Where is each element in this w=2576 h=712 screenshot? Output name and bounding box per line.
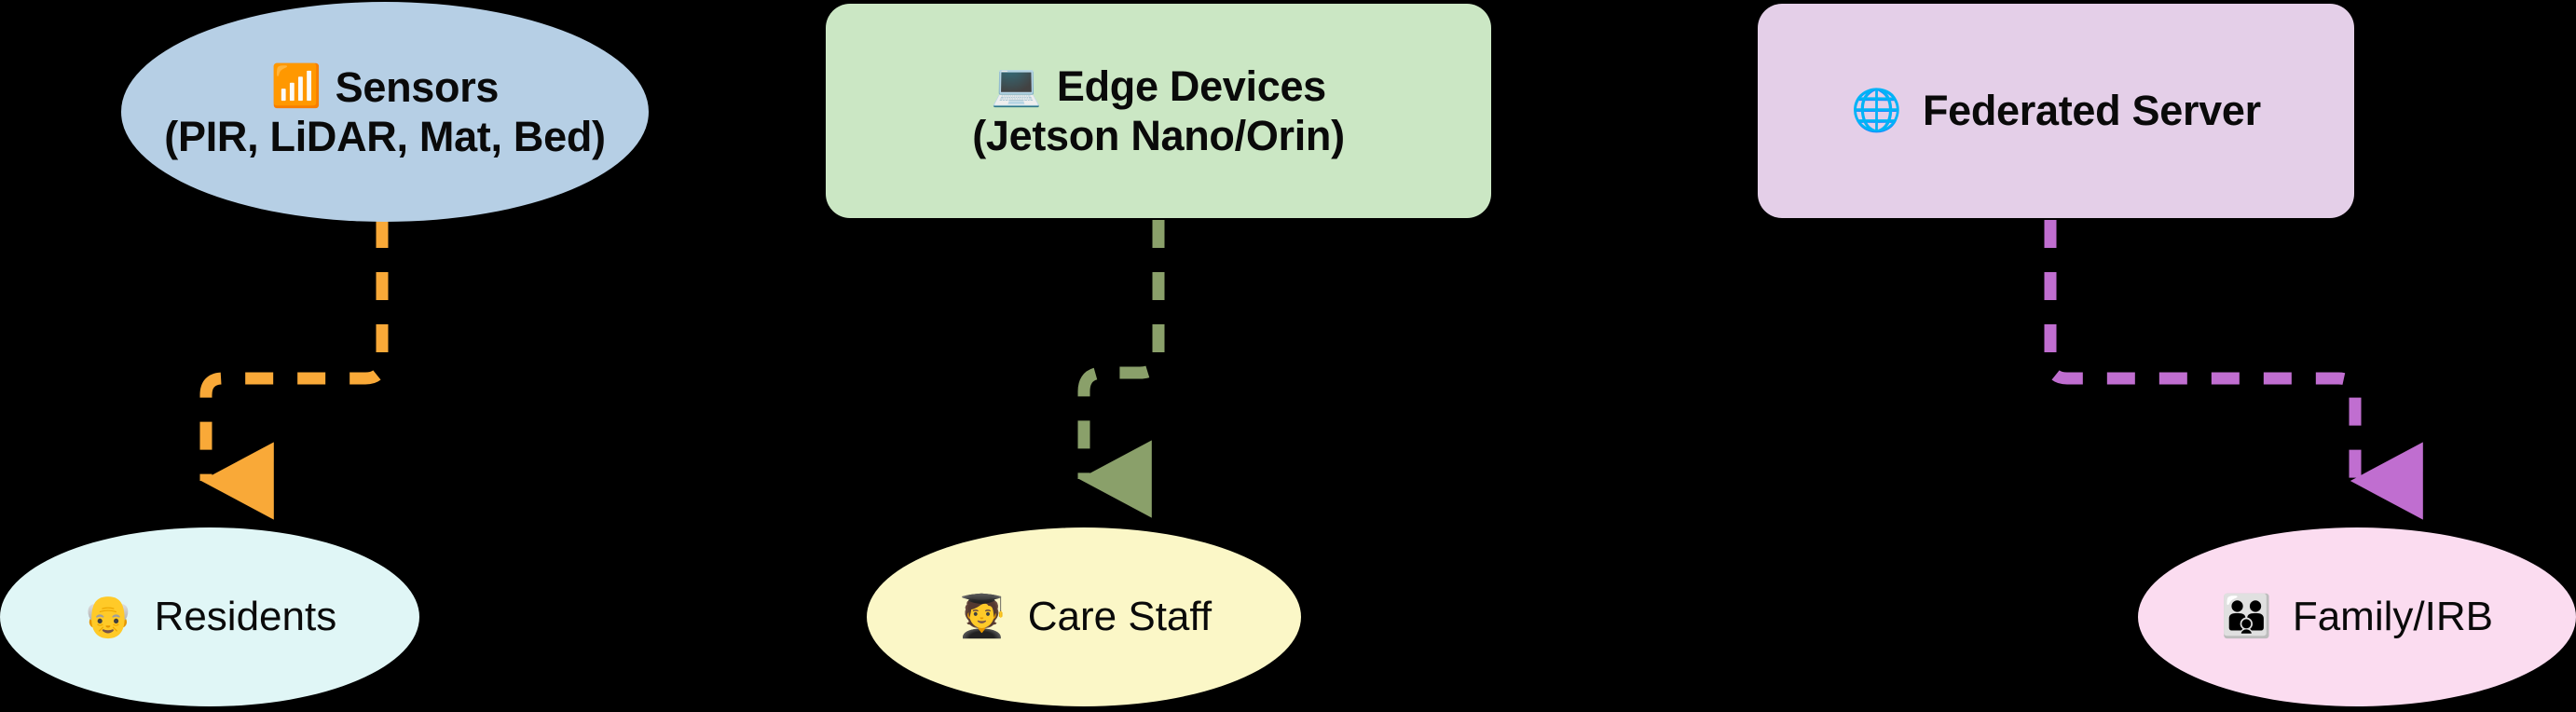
node-edge-devices-titleline: 💻 Edge Devices: [991, 62, 1326, 111]
older-man-icon: 👴: [82, 594, 134, 639]
node-family-irb-title: Family/IRB: [2292, 594, 2493, 640]
node-federated-server-content: 🌐 Federated Server: [1827, 86, 2285, 135]
node-residents[interactable]: 👴 Residents: [0, 527, 419, 706]
family-icon: 👪: [2221, 594, 2272, 639]
edge-sensors-to-residents: [199, 220, 389, 520]
node-sensors-title: Sensors: [335, 62, 500, 111]
node-edge-devices[interactable]: 💻 Edge Devices (Jetson Nano/Orin): [826, 4, 1491, 218]
student-icon: 🧑‍🎓: [955, 594, 1007, 639]
node-sensors-subtitle: (PIR, LiDAR, Mat, Bed): [164, 113, 606, 160]
node-federated-server[interactable]: 🌐 Federated Server: [1758, 4, 2354, 218]
node-edge-devices-subtitle: (Jetson Nano/Orin): [972, 112, 1345, 159]
node-sensors-content: 📶 Sensors (PIR, LiDAR, Mat, Bed): [149, 62, 620, 161]
node-care-staff-title: Care Staff: [1027, 594, 1213, 640]
node-edge-devices-title: Edge Devices: [1056, 62, 1326, 110]
edge-edgedevices-to-carestaff: [1077, 220, 1165, 518]
node-family-irb-content: 👪 Family/IRB: [2197, 593, 2517, 641]
signal-bars-icon: 📶: [270, 63, 322, 110]
node-federated-server-title: Federated Server: [1922, 87, 2261, 135]
globe-icon: 🌐: [1851, 88, 1902, 133]
node-care-staff-content: 🧑‍🎓 Care Staff: [932, 593, 1236, 641]
node-edge-devices-content: 💻 Edge Devices (Jetson Nano/Orin): [955, 62, 1362, 160]
node-sensors-titleline: 📶 Sensors: [270, 62, 500, 112]
node-residents-title: Residents: [154, 594, 337, 640]
node-residents-content: 👴 Residents: [59, 593, 361, 641]
node-sensors[interactable]: 📶 Sensors (PIR, LiDAR, Mat, Bed): [121, 2, 649, 222]
laptop-icon: 💻: [991, 62, 1042, 109]
node-family-irb[interactable]: 👪 Family/IRB: [2138, 527, 2576, 706]
node-care-staff[interactable]: 🧑‍🎓 Care Staff: [867, 527, 1301, 706]
edge-server-to-family: [2044, 220, 2423, 520]
